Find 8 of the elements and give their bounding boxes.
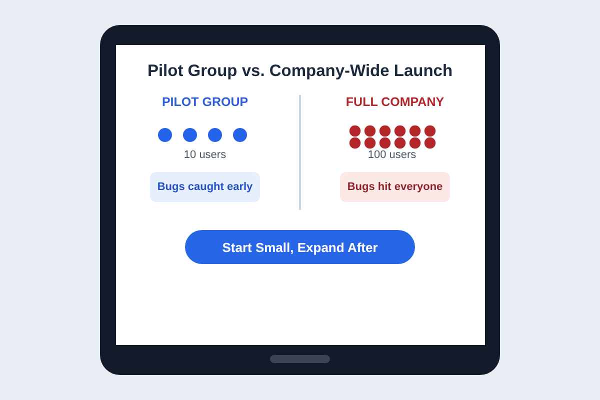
- note-box: Bugs hit everyone: [340, 172, 450, 202]
- note-box: Bugs caught early: [150, 172, 260, 202]
- column-heading: PILOT GROUP: [162, 95, 248, 110]
- title: Pilot Group vs. Company-Wide Launch: [147, 62, 453, 81]
- user-count: 100 users: [368, 149, 416, 162]
- user-count: 10 users: [184, 149, 226, 162]
- call-to-action-button: Start Small, Expand After: [185, 230, 415, 264]
- column-heading: FULL COMPANY: [346, 95, 444, 110]
